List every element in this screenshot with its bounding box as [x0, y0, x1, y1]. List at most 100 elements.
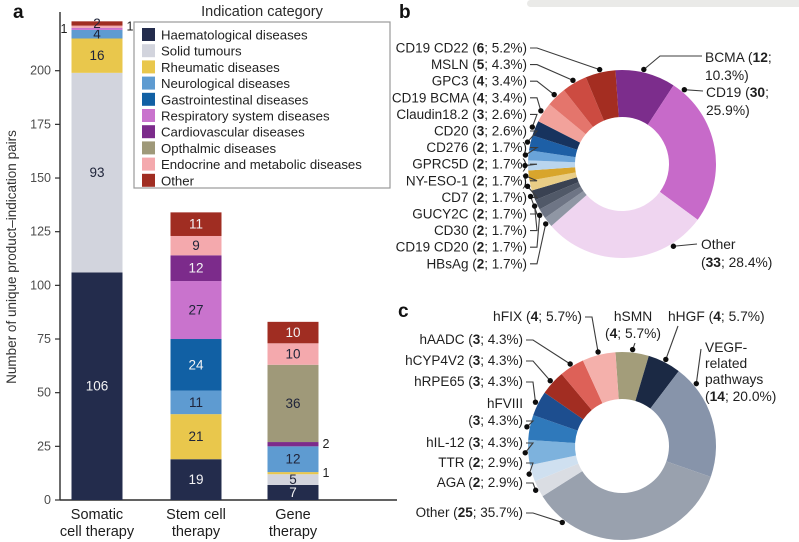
leader-dot: [681, 86, 688, 93]
leader-line: [684, 89, 704, 92]
segment-value: 9: [192, 238, 200, 253]
bar-segment: [267, 343, 319, 365]
bar-segment: [267, 446, 319, 473]
legend-swatch: [142, 28, 155, 41]
donut-callout-label: CD19 CD20 (2; 1.7%): [396, 240, 527, 255]
bar-segment: [71, 25, 123, 28]
legend-swatch: [142, 44, 155, 58]
donut-segment: [532, 121, 581, 150]
panel-c-chart: hAADC (3; 4.3%)hCYP4V2 (3; 4.3%)hRPE65 (…: [405, 309, 776, 541]
y-tick-label: 150: [30, 171, 51, 185]
bar-segment: [267, 364, 319, 443]
segment-value: 36: [285, 396, 300, 411]
leader-dot: [524, 183, 531, 190]
donut-segment: [544, 373, 592, 420]
leader-dot: [570, 77, 576, 84]
donut-segment: [528, 150, 576, 163]
legend-swatch: [142, 141, 155, 155]
leader-line: [695, 348, 702, 384]
donut-callout-label: CD19 BCMA (4; 3.4%): [392, 90, 527, 105]
donut-callout-label: CD30 (2; 1.7%): [434, 223, 527, 238]
bar-segment: [170, 235, 222, 256]
leader-dot: [596, 66, 603, 73]
donut-callout-label: VEGF-: [705, 340, 747, 355]
segment-value: 7: [289, 485, 297, 500]
donut-callout-label: GPC3 (4; 3.4%): [432, 74, 527, 89]
segment-callout: 1: [323, 466, 330, 480]
y-tick-label: 125: [30, 225, 51, 239]
leader-dot: [527, 193, 534, 200]
leader-dot: [538, 108, 544, 114]
leader-dot: [595, 349, 601, 355]
donut-callout-label: (33; 28.4%): [701, 255, 772, 270]
category-label: Stem cell: [166, 507, 226, 523]
panel-c-letter: c: [398, 301, 409, 322]
donut-segment: [529, 135, 578, 158]
donut-callout-label: hAADC (3; 4.3%): [419, 332, 523, 347]
segment-value: 4: [93, 27, 101, 42]
category-label: therapy: [269, 524, 318, 540]
bar-segment: [170, 339, 222, 391]
legend-label: Neurological diseases: [161, 76, 290, 91]
bar-segment: [71, 38, 123, 73]
donut-callout-label: hIL-12 (3; 4.3%): [426, 435, 523, 450]
bar-segment: [71, 272, 123, 500]
leader-dot: [663, 356, 669, 363]
donut-segment: [582, 352, 619, 404]
bar-segment: [71, 21, 123, 26]
legend-label: Rheumatic diseases: [161, 60, 280, 75]
donut-callout-label: CD19 (30;: [706, 85, 769, 100]
legend-swatch: [142, 157, 155, 171]
bar-segment: [170, 414, 222, 460]
donut-callout-label: hFVIII: [487, 396, 523, 411]
segment-value: 11: [189, 395, 203, 410]
bar-segment: [71, 27, 123, 30]
leader-dot: [536, 212, 543, 219]
donut-segment: [538, 104, 586, 143]
donut-segment: [531, 177, 579, 201]
leader-dot: [670, 243, 677, 249]
donut-segment: [561, 360, 603, 410]
segment-value: 12: [188, 261, 203, 276]
bar-segment: [170, 212, 222, 236]
legend-label: Opthalmic diseases: [161, 141, 276, 156]
donut-segment: [535, 182, 581, 210]
donut-segment: [533, 392, 584, 431]
leader-line: [530, 196, 538, 215]
leader-dot: [559, 519, 565, 526]
leader-line: [530, 97, 542, 111]
category-label: Gene: [275, 507, 310, 523]
segment-value: 16: [89, 48, 104, 63]
legend-swatch: [142, 109, 155, 122]
donut-callout-label: hFIX (4; 5.7%): [493, 309, 582, 324]
legend-swatch: [142, 173, 155, 187]
y-tick-label: 100: [30, 278, 51, 292]
leader-dot: [531, 203, 538, 209]
leader-line: [665, 325, 679, 360]
leader-dot: [547, 378, 553, 384]
segment-value: 19: [188, 472, 203, 487]
leader-dot: [526, 471, 532, 477]
donut-callout-label: 10.3%): [705, 68, 749, 83]
leader-dot: [522, 450, 528, 456]
panel-b-letter: b: [399, 2, 411, 23]
donut-segment: [647, 85, 716, 220]
leader-dot: [532, 399, 539, 405]
donut-callout-label: Other (25; 35.7%): [416, 505, 523, 520]
donut-segment: [542, 461, 711, 541]
leader-line: [530, 223, 547, 265]
donut-callout-label: hCYP4V2 (3; 4.3%): [405, 353, 523, 368]
donut-segment: [528, 415, 578, 443]
donut-callout-label: Claudin18.2 (3; 2.6%): [396, 107, 527, 122]
donut-segment: [563, 77, 604, 128]
leader-line: [530, 64, 574, 81]
leader-line: [527, 130, 539, 143]
panel-b-chart: CD19 CD22 (6; 5.2%)MSLN (5; 4.3%)GPC3 (4…: [392, 41, 772, 272]
bar-segment: [267, 472, 319, 475]
donut-segment: [539, 186, 584, 218]
category-label: therapy: [172, 524, 221, 540]
segment-value: 93: [89, 165, 104, 180]
donut-callout-label: (14; 20.0%): [705, 389, 776, 404]
